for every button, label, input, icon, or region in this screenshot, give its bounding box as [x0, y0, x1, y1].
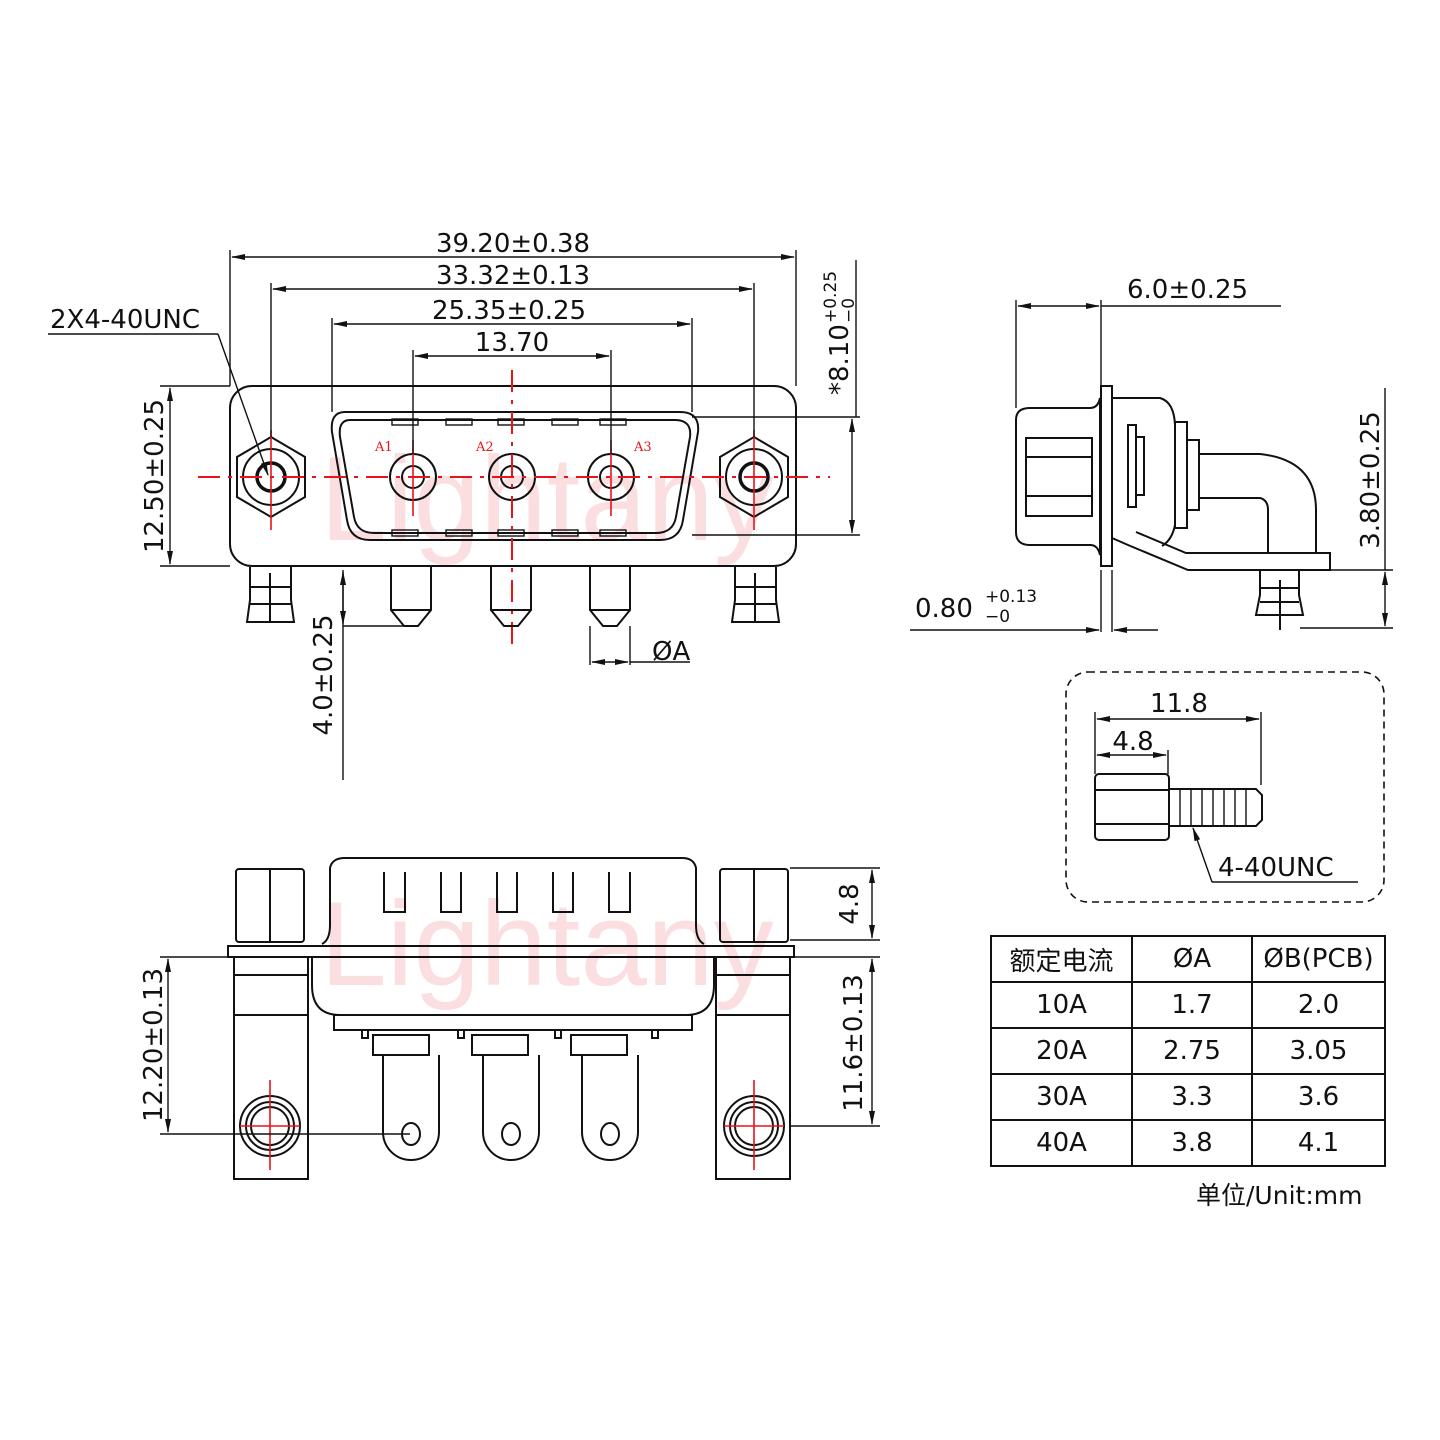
- dim-shell-height: *8.10 +0.25 −0: [821, 271, 859, 395]
- table-row: 20A 2.75 3.05: [990, 1027, 1386, 1075]
- dim-depth: 6.0±0.25: [1127, 275, 1248, 305]
- side-hex-nut: [1025, 437, 1093, 517]
- bottom-shell: [321, 857, 705, 945]
- cell-diameter-b: 4.1: [1251, 1119, 1386, 1167]
- pin-label-a2: A2: [475, 440, 494, 455]
- d-shell-inner: [338, 419, 692, 534]
- header-diameter-a: ØA: [1131, 935, 1253, 983]
- dim-shell-protrusion: 4.8: [835, 883, 865, 924]
- svg-text:−0: −0: [839, 298, 859, 323]
- screw-hex-head: [1094, 773, 1170, 841]
- dim-hole-offset-right: 11.6±0.13: [839, 974, 869, 1112]
- dim-contact-pitch: 13.70: [475, 328, 549, 358]
- screw-detail: 11.8 4.8 4-40UNC: [1065, 671, 1385, 903]
- shell-slots: [383, 872, 631, 913]
- bottom-view: Lightany: [139, 857, 880, 1180]
- side-bend-inner: [1199, 497, 1269, 552]
- side-view: 6.0±0.25 0.80 +0.13 −0 3.80±0.25: [910, 275, 1393, 633]
- header-diameter-b: ØB(PCB): [1251, 935, 1386, 983]
- dim-pin-diameter: ØA: [652, 637, 690, 667]
- svg-text:*8.10: *8.10: [825, 324, 855, 395]
- cell-current: 40A: [990, 1119, 1133, 1167]
- bottom-flange: [227, 945, 795, 958]
- svg-text:0.80: 0.80: [915, 594, 973, 624]
- cell-current: 20A: [990, 1027, 1133, 1075]
- side-bend-outer: [1199, 453, 1317, 552]
- pin-label-a1: A1: [374, 440, 393, 455]
- contact-tails: [361, 1029, 659, 1161]
- dim-shell-width: 25.35±0.25: [432, 296, 586, 326]
- watermark-bottom: Lightany: [320, 877, 774, 1011]
- dim-screw-head-length: 4.8: [1112, 727, 1153, 757]
- header-rated-current: 额定电流: [990, 935, 1133, 983]
- dim-pin-length: 4.0±0.25: [309, 614, 339, 735]
- thread-callout-front: 2X4-40UNC: [50, 305, 200, 335]
- dim-mount-hole-pitch: 33.32±0.13: [436, 261, 590, 291]
- svg-text:+0.13: +0.13: [985, 587, 1037, 607]
- dim-hole-offset-left: 12.20±0.13: [139, 968, 169, 1122]
- svg-text:−0: −0: [985, 607, 1010, 627]
- unit-note: 单位/Unit:mm: [1196, 1181, 1363, 1210]
- spec-table: 额定电流 ØA ØB(PCB) 10A 1.7 2.0 20A 2.75 3.0…: [990, 935, 1386, 1167]
- side-dimension-lines: [910, 300, 1393, 633]
- cell-diameter-a: 1.7: [1131, 981, 1253, 1029]
- side-bracket: [1111, 531, 1331, 571]
- watermark: Lightany: [320, 432, 774, 566]
- dim-flange-thickness: 0.80 +0.13 −0: [915, 587, 1037, 627]
- thread-callout-detail: 4-40UNC: [1218, 853, 1334, 883]
- cell-diameter-b: 3.6: [1251, 1073, 1386, 1121]
- side-shell: [1015, 397, 1101, 556]
- cell-diameter-a: 2.75: [1131, 1027, 1253, 1075]
- front-dimension-lines: [48, 250, 860, 780]
- dim-standoff: 3.80±0.25: [1356, 411, 1386, 549]
- cell-diameter-a: 3.3: [1131, 1073, 1253, 1121]
- d-shell-outer: [330, 411, 700, 541]
- dim-screw-total-length: 11.8: [1150, 689, 1208, 719]
- pin-label-a3: A3: [633, 440, 652, 455]
- table-header-row: 额定电流 ØA ØB(PCB): [990, 935, 1386, 983]
- bracket-right: [715, 956, 791, 1180]
- cell-current: 30A: [990, 1073, 1133, 1121]
- dim-height: 12.50±0.25: [140, 399, 170, 553]
- bottom-dimension-lines: [160, 867, 880, 1135]
- cell-diameter-b: 3.05: [1251, 1027, 1386, 1075]
- svg-text:+0.25: +0.25: [821, 271, 841, 323]
- side-flange: [1100, 385, 1113, 567]
- table-row: 40A 3.8 4.1: [990, 1119, 1386, 1167]
- detail-frame: [1065, 671, 1385, 903]
- table-row: 10A 1.7 2.0: [990, 981, 1386, 1029]
- screw-thread: [1169, 788, 1263, 827]
- table-row: 30A 3.3 3.6: [990, 1073, 1386, 1121]
- cell-diameter-b: 2.0: [1251, 981, 1386, 1029]
- front-view: Lightany A1 A2 A3: [48, 229, 860, 780]
- bracket-left: [233, 956, 309, 1180]
- cell-diameter-a: 3.8: [1131, 1119, 1253, 1167]
- cell-current: 10A: [990, 981, 1133, 1029]
- dim-overall-width: 39.20±0.38: [436, 229, 590, 259]
